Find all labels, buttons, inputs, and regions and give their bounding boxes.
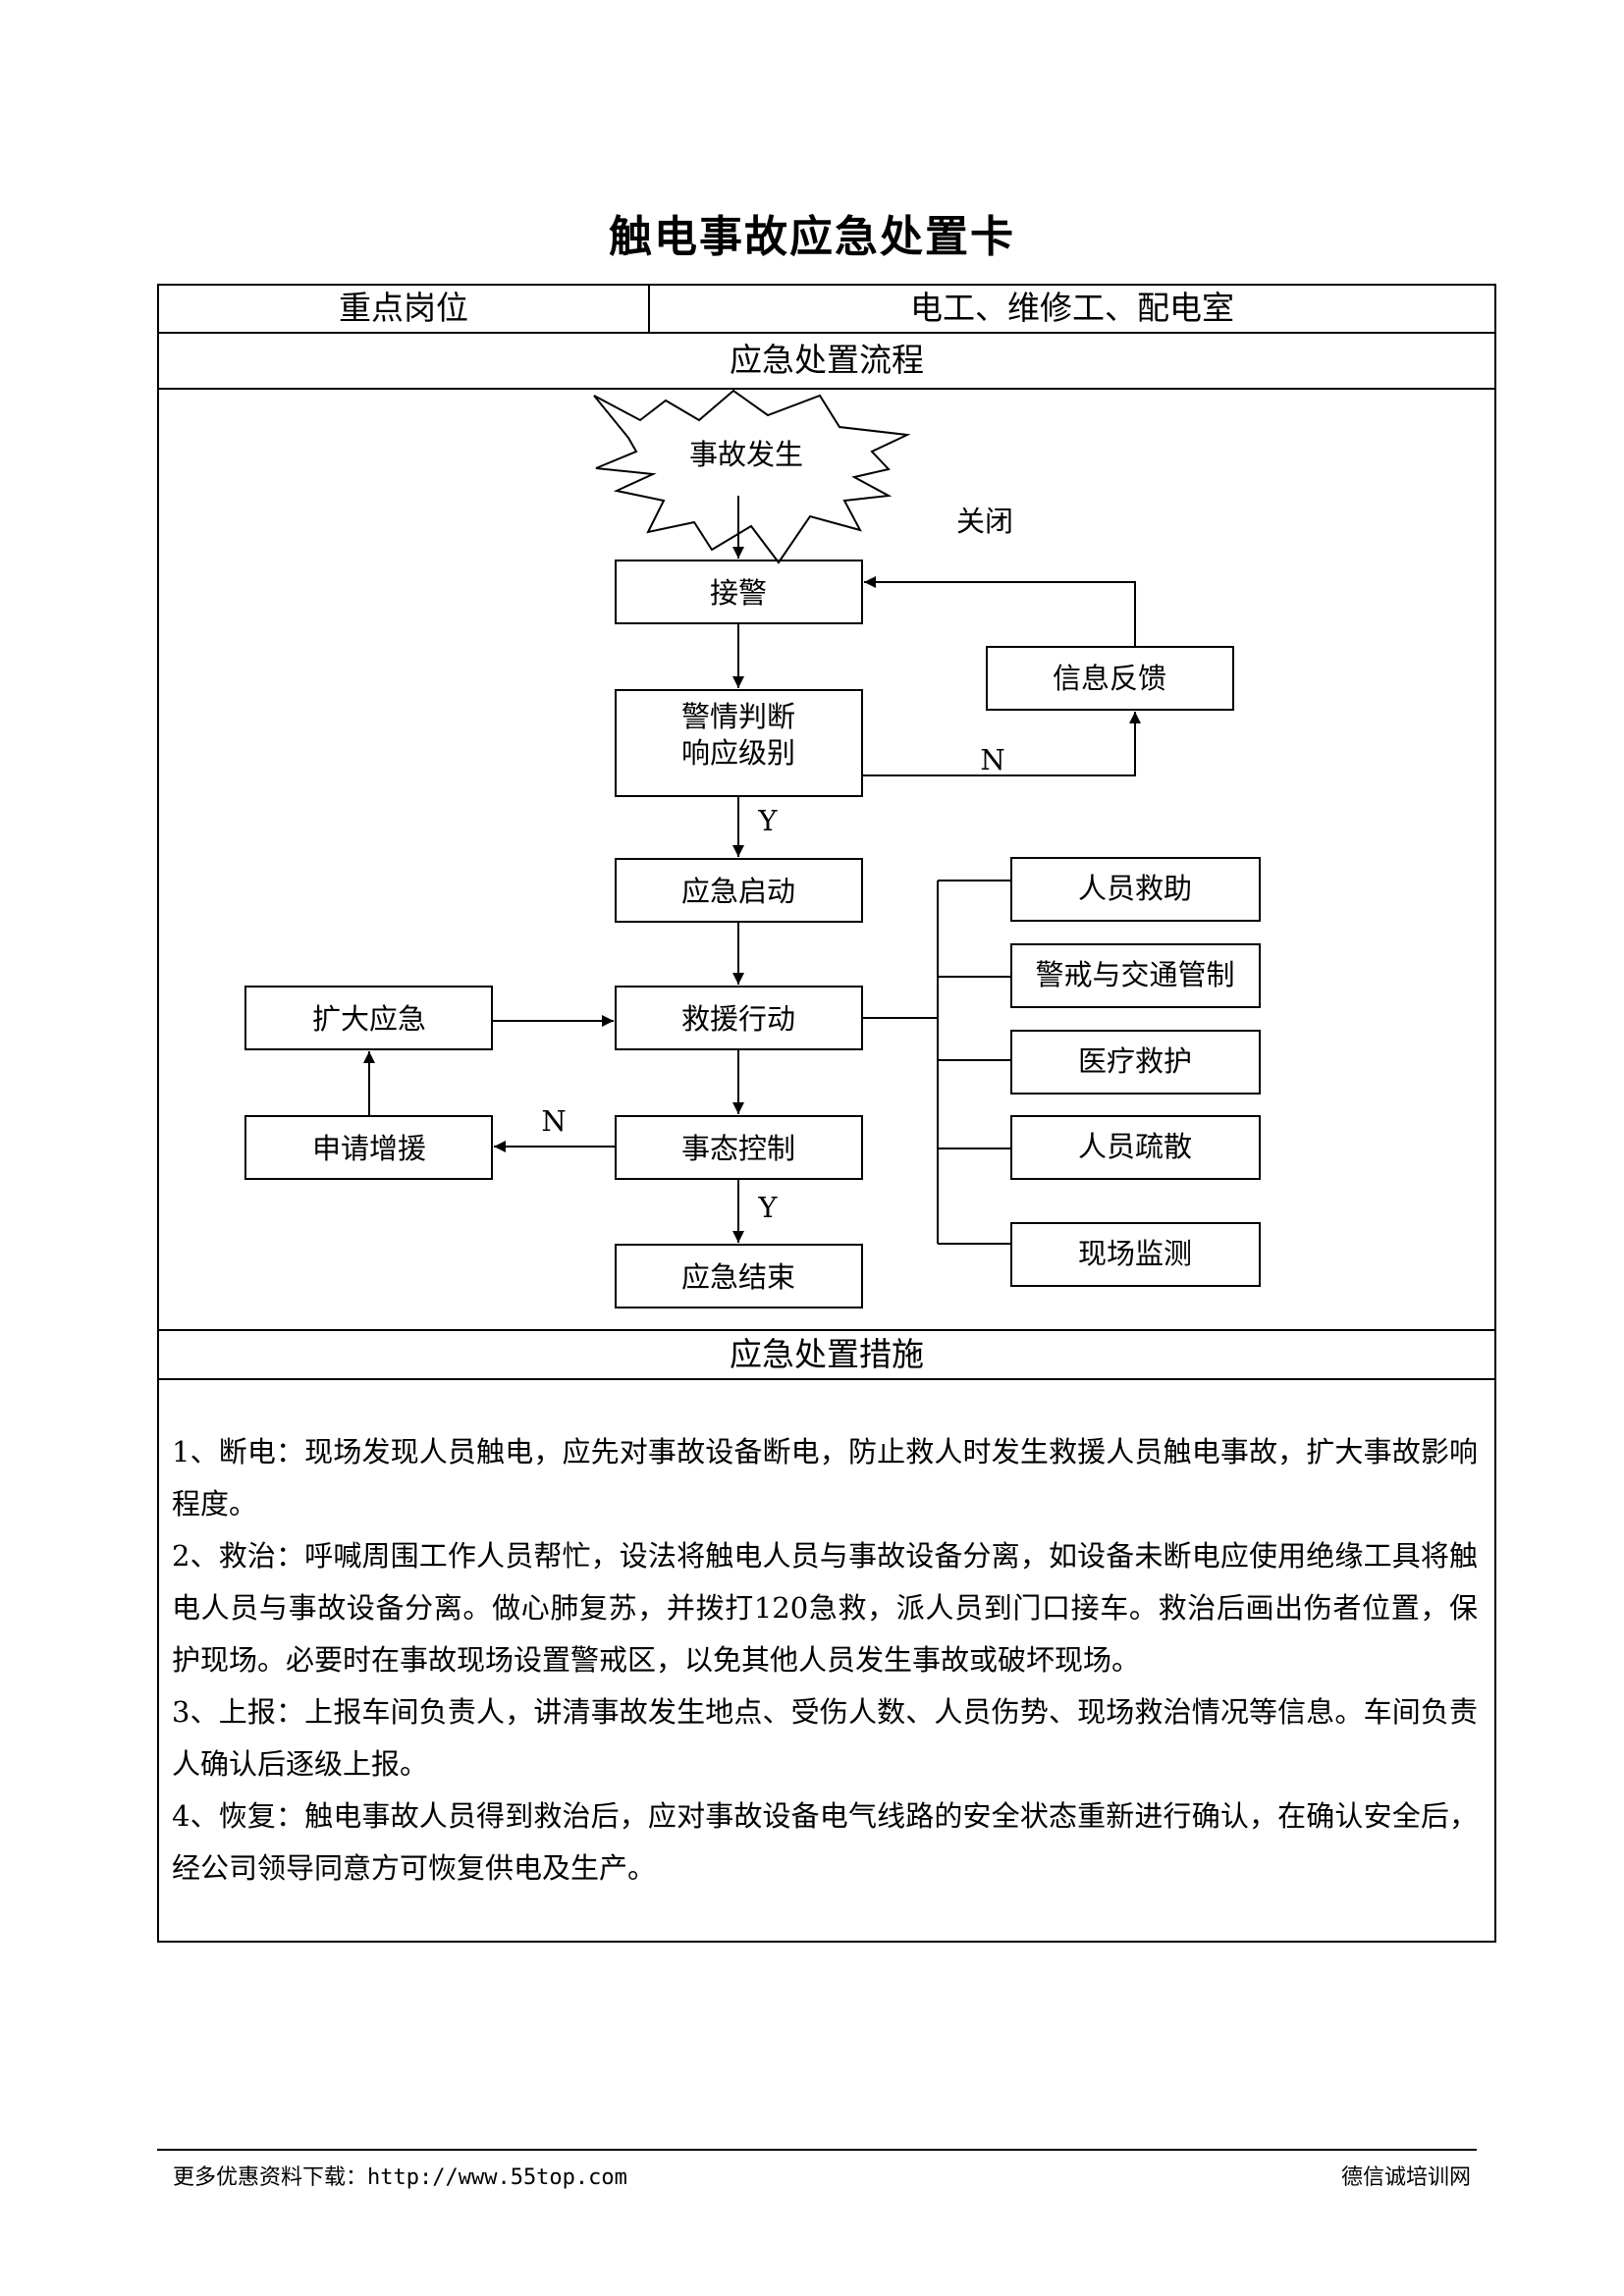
- flow-side-label-4: 人员疏散: [1078, 1130, 1192, 1163]
- measure-item: 4、恢复：触电事故人员得到救治后，应对事故设备电气线路的安全状态重新进行确认，在…: [172, 1799, 1478, 1885]
- flow-judge-label-2: 响应级别: [681, 736, 795, 770]
- flow-n2-label: N: [541, 1104, 566, 1138]
- side-box-5: [1010, 1222, 1261, 1287]
- flow-side-label-3: 医疗救护: [1078, 1044, 1192, 1078]
- flow-control-label: 事态控制: [681, 1132, 795, 1165]
- flow-y2-label: Y: [757, 1191, 778, 1224]
- measures-header: 应急处置措施: [730, 1335, 924, 1373]
- flow-close-label: 关闭: [956, 505, 1013, 538]
- flow-side-label-1: 人员救助: [1078, 872, 1192, 905]
- side-box-1: [1010, 857, 1261, 922]
- arrow-feedback-to-receive: [864, 576, 1136, 647]
- flow-rescue-label: 救援行动: [681, 1002, 795, 1036]
- accident-burst-shape: [593, 389, 911, 564]
- arrow-judge-to-feedback: [862, 712, 1141, 776]
- flow-feedback-label: 信息反馈: [1053, 662, 1166, 695]
- footer-site-name: 德信诚培训网: [1340, 2165, 1471, 2190]
- table-divider: [157, 1329, 1496, 1331]
- measure-item: 3、上报：上报车间负责人，讲清事故发生地点、受伤人数、人员伤势、现场救治情况等信…: [172, 1695, 1478, 1781]
- table-border-right: [1494, 284, 1496, 1943]
- flow-y1-label: Y: [757, 804, 778, 837]
- measure-item: 1、断电：现场发现人员触电，应先对事故设备断电，防止救人时发生救援人员触电事故，…: [172, 1435, 1478, 1521]
- footer-rule: [157, 2149, 1477, 2151]
- table-border-bottom: [157, 1941, 1496, 1943]
- table-divider: [157, 332, 1496, 334]
- flow-start-response-label: 应急启动: [681, 875, 795, 908]
- flow-start-label: 事故发生: [689, 438, 803, 471]
- page-title: 触电事故应急处置卡: [609, 212, 1015, 262]
- feedback-box: [986, 646, 1234, 711]
- flow-receive-label: 接警: [710, 576, 767, 610]
- key-post-value: 电工、维修工、配电室: [910, 289, 1234, 327]
- table-divider: [157, 1378, 1496, 1380]
- flow-end-label: 应急结束: [681, 1260, 795, 1294]
- table-border-top: [157, 284, 1496, 286]
- flow-expand-label: 扩大应急: [312, 1002, 426, 1036]
- flow-n1-label: N: [980, 743, 1004, 776]
- measures-list: 1、断电：现场发现人员触电，应先对事故设备断电，防止救人时发生救援人员触电事故，…: [172, 1426, 1478, 1895]
- flow-apply-label: 申请增援: [312, 1132, 426, 1165]
- table-column-divider: [648, 284, 650, 334]
- flow-header: 应急处置流程: [730, 341, 924, 379]
- expand-box: [244, 986, 493, 1050]
- end-box: [615, 1244, 863, 1308]
- key-post-label: 重点岗位: [339, 289, 468, 327]
- flow-side-label-5: 现场监测: [1078, 1237, 1192, 1270]
- table-border-left: [157, 284, 159, 1943]
- flow-judge-label-1: 警情判断: [681, 700, 795, 733]
- table-divider: [157, 388, 1496, 390]
- measure-item: 2、救治：呼喊周围工作人员帮忙，设法将触电人员与事故设备分离，如设备未断电应使用…: [172, 1539, 1478, 1677]
- side-box-3: [1010, 1030, 1261, 1095]
- flow-side-label-2: 警戒与交通管制: [1035, 958, 1234, 991]
- footer-download-link[interactable]: 更多优惠资料下载：http://www.55top.com: [173, 2165, 627, 2190]
